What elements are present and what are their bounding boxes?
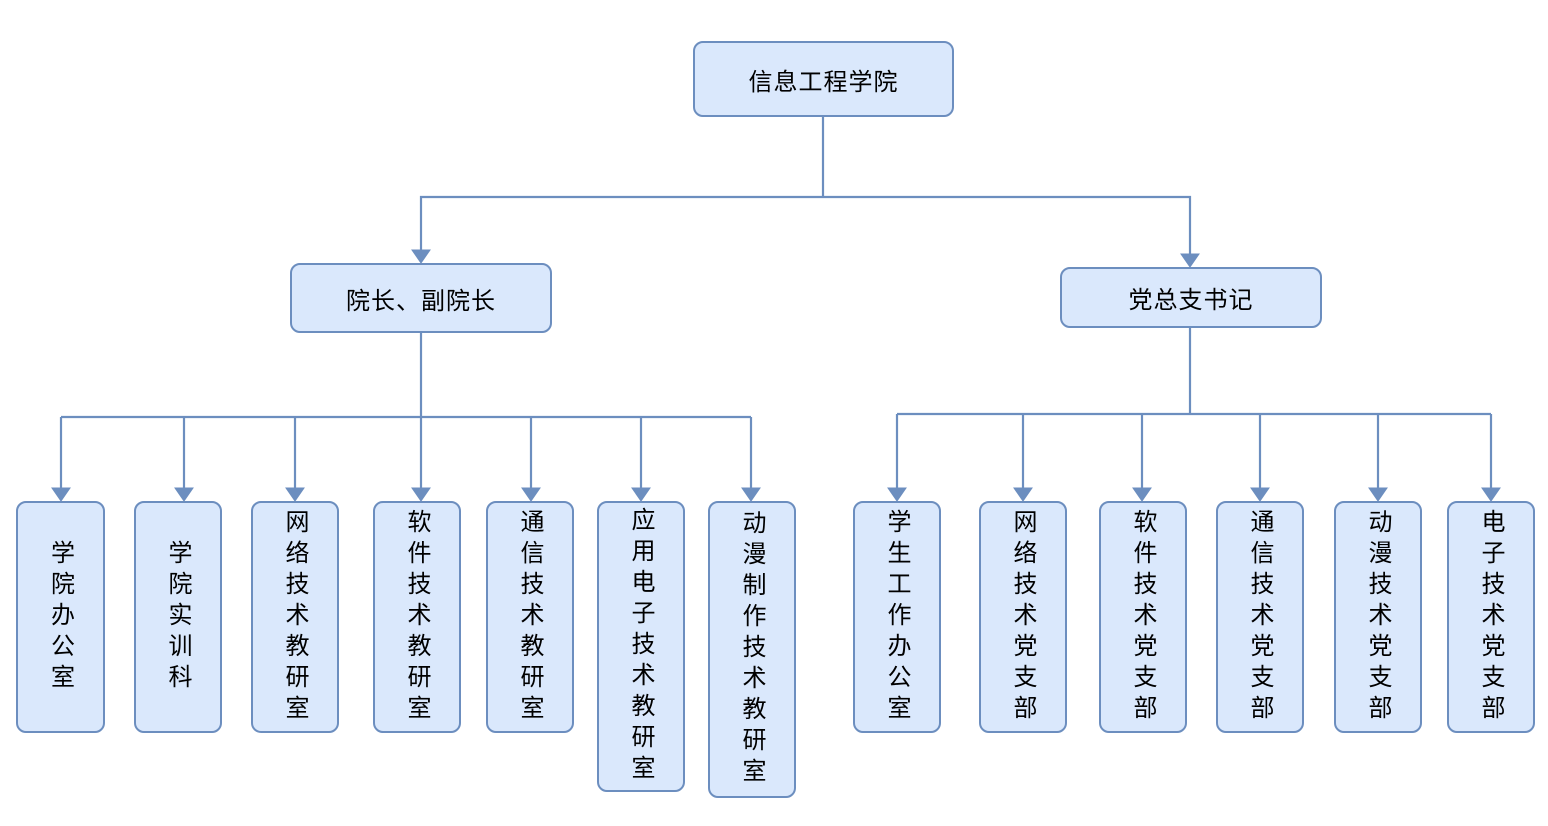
arrowhead	[1368, 487, 1388, 502]
node-animation-branch[interactable]: 动漫技术党支部	[1334, 501, 1422, 733]
node-animation-branch-label: 动漫技术党支部	[1364, 508, 1392, 726]
node-network-lab-label: 网络技术教研室	[281, 508, 309, 726]
node-party-secretary-label: 党总支书记	[1128, 286, 1254, 314]
node-dean-label: 院长、副院长	[346, 286, 496, 315]
arrowhead	[411, 249, 431, 264]
arrowhead	[174, 487, 194, 502]
node-software-branch[interactable]: 软件技术党支部	[1099, 501, 1187, 733]
node-comm-branch[interactable]: 通信技术党支部	[1216, 501, 1304, 733]
node-software-branch-label: 软件技术党支部	[1129, 508, 1157, 726]
node-electronics-branch-label: 电子技术党支部	[1477, 508, 1505, 726]
arrowhead	[411, 487, 431, 502]
node-network-branch-label: 网络技术党支部	[1009, 508, 1037, 726]
node-electronics-branch[interactable]: 电子技术党支部	[1447, 501, 1535, 733]
node-root[interactable]: 信息工程学院	[693, 41, 954, 117]
node-animation-lab-label: 动漫制作技术教研室	[738, 510, 766, 789]
arrowhead	[1180, 253, 1200, 268]
edge-root-to-party	[823, 195, 1192, 256]
node-electronics-lab-label: 应用电子技术教研室	[627, 507, 655, 786]
node-network-lab[interactable]: 网络技术教研室	[251, 501, 339, 733]
node-comm-branch-label: 通信技术党支部	[1246, 508, 1274, 726]
node-root-label: 信息工程学院	[748, 67, 899, 96]
node-student-office[interactable]: 学生工作办公室	[853, 501, 941, 733]
node-electronics-lab[interactable]: 应用电子技术教研室	[597, 501, 685, 792]
arrowhead	[51, 487, 71, 502]
node-comm-lab-label: 通信技术教研室	[516, 508, 544, 726]
node-college-office-label: 学院办公室	[46, 539, 75, 695]
arrowhead	[1250, 487, 1270, 502]
node-training-section[interactable]: 学院实训科	[134, 501, 222, 733]
node-college-office[interactable]: 学院办公室	[16, 501, 105, 733]
node-party-secretary[interactable]: 党总支书记	[1060, 267, 1322, 328]
arrowhead	[887, 487, 907, 502]
arrowhead	[521, 487, 541, 502]
node-comm-lab[interactable]: 通信技术教研室	[486, 501, 574, 733]
node-training-section-label: 学院实训科	[164, 539, 192, 695]
node-student-office-label: 学生工作办公室	[883, 508, 911, 726]
arrowhead	[631, 487, 651, 502]
node-network-branch[interactable]: 网络技术党支部	[979, 501, 1067, 733]
node-dean[interactable]: 院长、副院长	[290, 263, 552, 333]
arrowhead	[285, 487, 305, 502]
edge-root-to-dean	[419, 195, 823, 252]
node-software-lab-label: 软件技术教研室	[403, 508, 431, 726]
arrowhead	[1013, 487, 1033, 502]
arrowhead	[1481, 487, 1501, 502]
arrowhead	[741, 487, 761, 502]
arrowhead	[1132, 487, 1152, 502]
node-software-lab[interactable]: 软件技术教研室	[373, 501, 461, 733]
node-animation-lab[interactable]: 动漫制作技术教研室	[708, 501, 796, 798]
